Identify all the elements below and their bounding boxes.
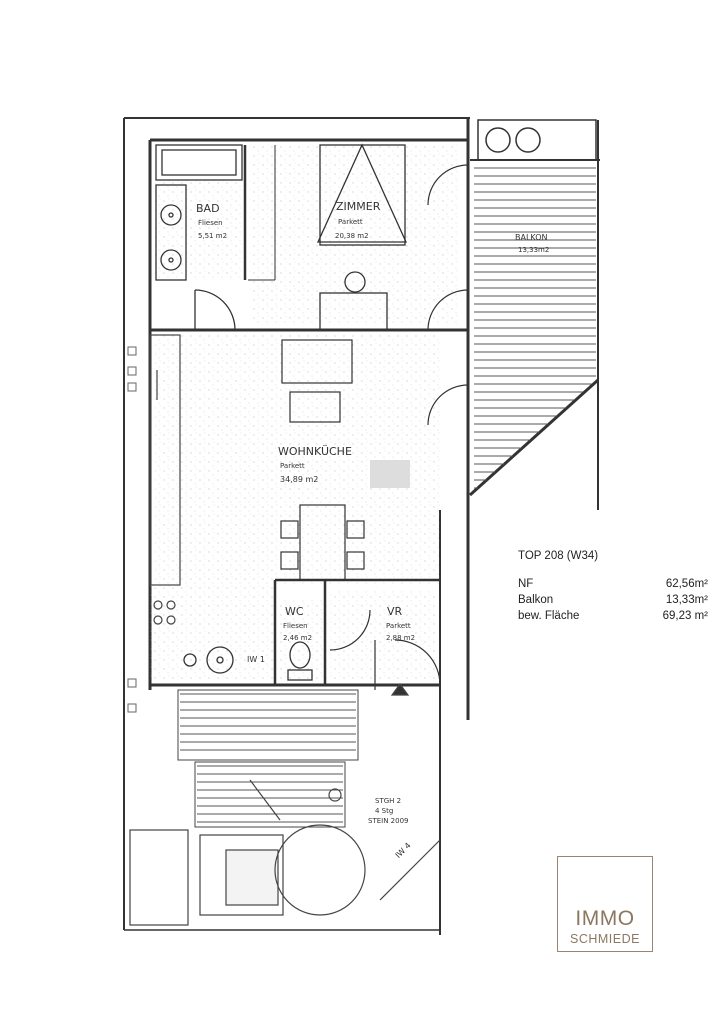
logo-line-1: IMMO: [575, 907, 635, 930]
info-label: Balkon: [518, 594, 554, 606]
info-label: bew. Fläche: [518, 610, 580, 622]
wc-floor: Fliesen: [283, 622, 308, 630]
doors: [329, 164, 469, 690]
wohnkueche-floor: Parkett: [280, 462, 305, 470]
bad-floor: Fliesen: [198, 219, 223, 227]
stair-label-3: STEIN 2009: [368, 817, 408, 825]
wohnkueche-label: WOHNKÜCHE: [278, 445, 352, 458]
bad-area: 5,51 m2: [198, 232, 227, 240]
room-labels: BAD Fliesen 5,51 m2 ZIMMER Parkett 20,38…: [196, 200, 549, 860]
info-label: NF: [518, 578, 534, 590]
info-value: 69,23 m²: [662, 610, 708, 622]
info-row-bew-flaeche: bew. Fläche 69,23 m²: [518, 608, 708, 624]
zimmer-furniture: [316, 143, 408, 331]
balcony-stripes: [474, 167, 596, 489]
balcony: [468, 119, 600, 510]
immo-schmiede-logo: IMMO SCHMIEDE: [557, 856, 653, 952]
vr-label: VR: [387, 605, 403, 618]
stair-steps: [180, 693, 356, 823]
iw1-mark: IW 1: [247, 655, 265, 664]
wc-fixtures: [183, 641, 313, 681]
zimmer-label: ZIMMER: [336, 200, 381, 213]
bad-label: BAD: [196, 202, 220, 215]
balkon-area: 13,33m2: [518, 246, 549, 254]
kitchen-counter: [149, 334, 181, 625]
wohnkueche-area: 34,89 m2: [280, 475, 318, 484]
balkon-label: BALKON: [515, 233, 548, 242]
info-value: 62,56m²: [665, 578, 708, 590]
vr-area: 2,88 m2: [386, 634, 415, 642]
logo-line-2: SCHMIEDE: [570, 932, 640, 946]
wc-label: WC: [285, 605, 304, 618]
vr-floor: Parkett: [386, 622, 411, 630]
zimmer-area: 20,38 m2: [335, 232, 369, 240]
wc-area: 2,46 m2: [283, 634, 312, 642]
info-row-nf: NF 62,56m²: [518, 576, 708, 592]
stair-extras: [129, 682, 441, 926]
staircase: [177, 689, 359, 828]
room-floors: [150, 145, 460, 680]
bathroom-fixtures: [155, 144, 243, 331]
apartment-info: TOP 208 (W34) NF 62,56m² Balkon 13,33m² …: [518, 550, 708, 624]
wall-markers: [127, 346, 137, 713]
stair-label: STGH 2: [375, 797, 401, 805]
info-value: 13,33m²: [665, 594, 708, 606]
unit-title: TOP 208 (W34): [518, 550, 599, 562]
info-row-balkon: Balkon 13,33m²: [518, 592, 708, 608]
dining-furniture: [280, 339, 410, 581]
stair-label-2: 4 Stg: [375, 807, 393, 815]
zimmer-floor: Parkett: [338, 218, 363, 226]
iw4-mark: IW 4: [394, 841, 413, 860]
